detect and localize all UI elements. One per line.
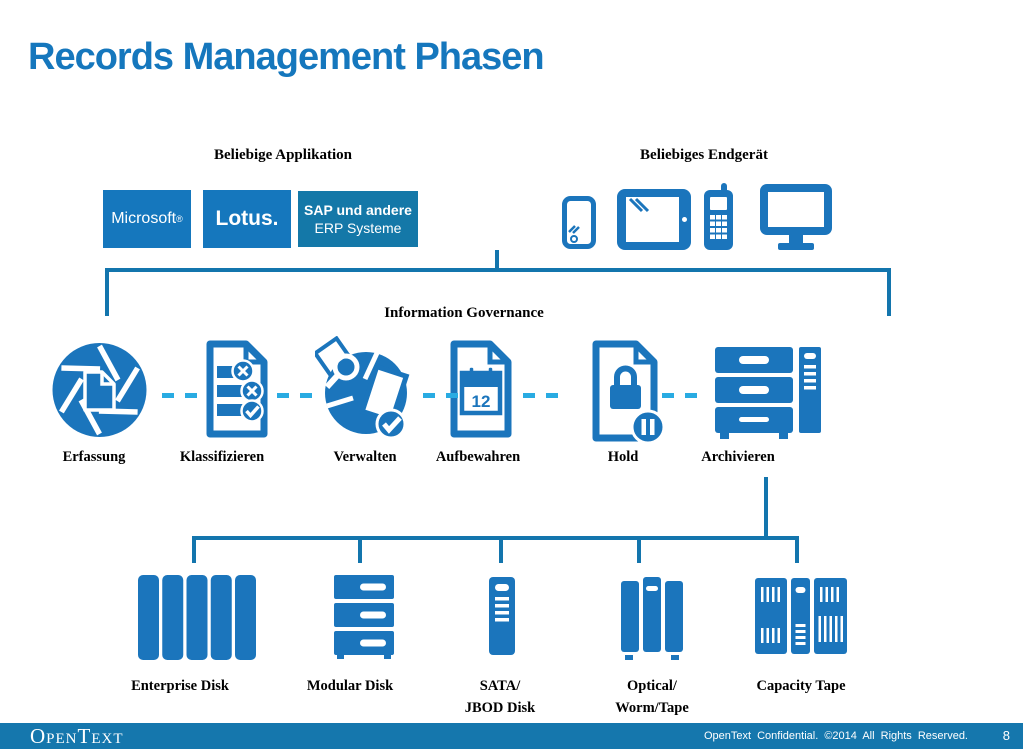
connector-storage-drop-3 [499,536,503,563]
page-title: Records Management Phasen [28,36,545,78]
governance-heading: Information Governance [384,305,544,321]
footer-page-number: 8 [1002,728,1010,743]
storage-label-sata: SATA/ [479,678,521,694]
footer-confidential-text: OpenText Confidential. ©2014 All Rights … [703,730,968,742]
phase-label-klassifizieren: Klassifizieren [179,449,265,465]
storage-label-optical: Optical/ [627,678,677,694]
calendar-day-text: 12 [472,392,491,411]
microsoft-box: Microsoft® [103,190,191,248]
phase-label-hold: Hold [607,449,639,465]
connector-drop-right [887,268,891,316]
lotus-box: Lotus. [203,190,291,248]
sap-box: SAP und andere ERP Systeme [298,191,418,247]
dash-connector-4 [523,393,559,398]
opentext-logo: OpenText [30,724,124,748]
storage-label-enterprise-disk: Enterprise Disk [131,678,229,694]
smartphone-icon [562,196,596,249]
desktop-monitor-icon [760,184,832,250]
connector-archive-drop [764,477,768,538]
registered-mark: ® [176,214,183,224]
mobile-phone-icon [704,183,733,250]
phase-label-aufbewahren: Aufbewahren [435,449,521,465]
footer-bar: OpenText OpenText Confidential. ©2014 Al… [0,723,1023,749]
connector-stub-top [495,250,499,270]
connector-storage-drop-5 [795,536,799,563]
connector-storage-drop-1 [192,536,196,563]
connector-horizontal-bottom [192,536,799,540]
applications-heading: Beliebige Applikation [214,147,352,163]
storage-label-capacity-tape: Capacity Tape [756,678,846,694]
hold-lock-pause-icon [592,340,666,445]
connector-drop-left [105,268,109,316]
classify-checklist-icon [206,340,268,438]
connector-horizontal-top [105,268,891,272]
archive-server-icon [715,347,821,439]
dash-connector-3 [423,393,459,398]
phase-label-archivieren: Archivieren [701,449,775,465]
dash-connector-1 [162,393,200,398]
phase-label-erfassung: Erfassung [62,449,126,465]
capacity-tape-icon [755,578,847,654]
storage-label-worm-tape: Worm/Tape [615,700,689,716]
aperture-capture-icon [52,343,147,437]
retention-calendar-icon: 12 [450,340,512,438]
lotus-label: Lotus. [215,207,279,230]
phase-label-verwalten: Verwalten [333,449,397,465]
dash-connector-2 [277,393,313,398]
connector-storage-drop-4 [637,536,641,563]
devices-heading: Beliebiges Endgerät [640,147,768,163]
tablet-icon [617,189,691,250]
modular-disk-icon [334,575,394,659]
manage-cycle-icon [315,336,410,440]
storage-label-modular-disk: Modular Disk [306,678,394,694]
sap-label-line1: SAP und andere [304,202,412,218]
storage-label-jbod-disk: JBOD Disk [464,700,536,716]
connector-storage-drop-2 [358,536,362,563]
optical-worm-tape-icon [621,577,683,660]
sata-jbod-disk-icon [489,577,515,655]
enterprise-disk-icon [138,575,256,660]
microsoft-label: Microsoft [111,210,177,227]
sap-label-line2: ERP Systeme [314,220,402,236]
dash-connector-5 [662,393,698,398]
